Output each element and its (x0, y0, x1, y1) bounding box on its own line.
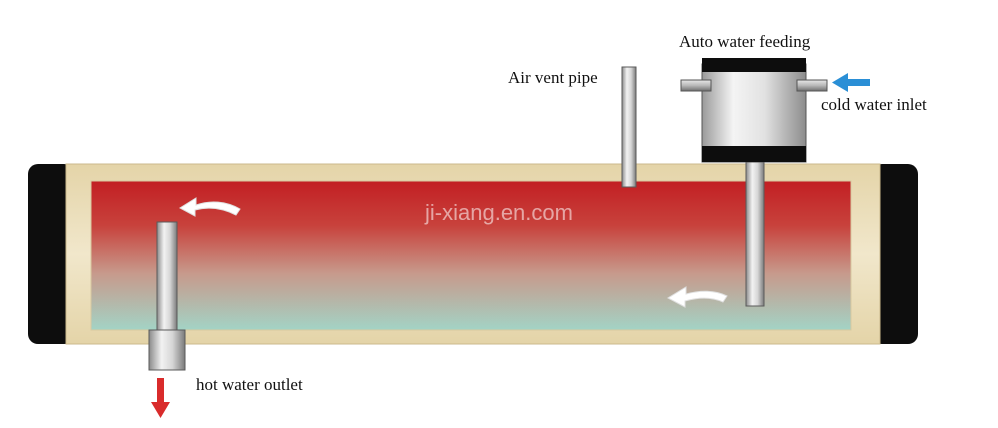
feeding-tank-top-cap (702, 58, 806, 72)
feeding-tank-stub-left (680, 79, 712, 92)
air-vent-pipe (621, 66, 637, 188)
hot-water-outlet-pipe (148, 221, 186, 371)
hot-water-outlet-fitting (148, 329, 186, 371)
feeding-tank-bottom-cap (702, 146, 806, 162)
watermark-text: ji-xiang.en.com (424, 200, 573, 225)
feeding-tank-stub-right (796, 79, 828, 92)
cold-water-inlet-arrow-icon (832, 73, 870, 92)
hot-water-outlet-arrow-icon (151, 378, 170, 418)
tank-end-cap-left (28, 164, 74, 344)
air-vent-pipe-label: Air vent pipe (508, 68, 598, 87)
auto-water-feeding-label: Auto water feeding (679, 32, 811, 51)
flow-arrow-bottom-right-icon (666, 286, 728, 308)
cold-water-inlet-label: cold water inlet (821, 95, 927, 114)
tank (28, 163, 918, 345)
tank-end-cap-right (872, 164, 918, 344)
auto-water-feeding-unit (680, 58, 828, 307)
hot-water-outlet-label: hot water outlet (196, 375, 303, 394)
feeding-tank-inner-pipe (745, 157, 765, 307)
feeding-tank-body (701, 63, 807, 163)
flow-arrow-top-left-icon (179, 197, 241, 217)
